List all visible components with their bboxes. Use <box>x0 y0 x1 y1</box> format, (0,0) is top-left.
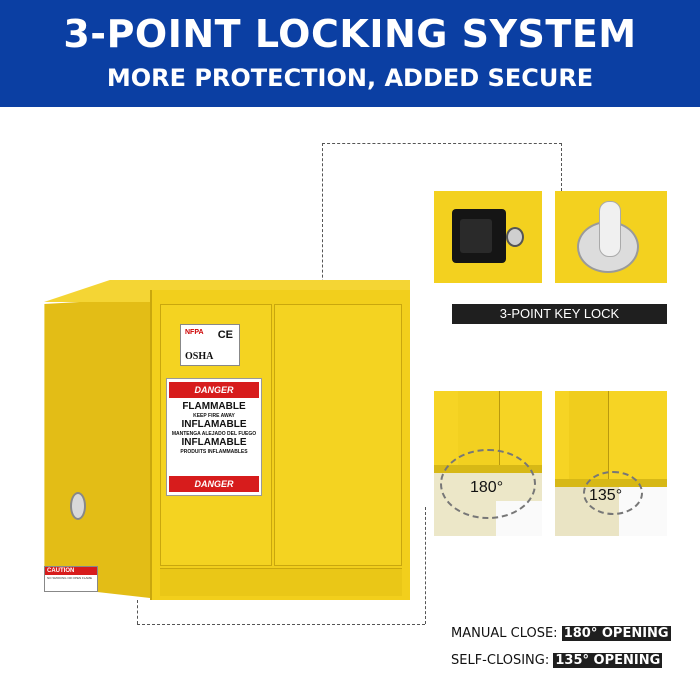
detail-hinge-135: 135° <box>555 391 667 536</box>
label-line-1-small: KEEP FIRE AWAY <box>193 413 235 419</box>
caption-manual-prefix: MANUAL CLOSE: <box>451 626 558 641</box>
page-title: 3-POINT LOCKING SYSTEM <box>63 12 637 56</box>
caption-manual-close: MANUAL CLOSE: 180° OPENING <box>451 626 671 641</box>
handle-closeup-recess <box>460 219 492 253</box>
detail-handle-lock <box>434 191 542 283</box>
nfpa-logo: NFPA <box>185 329 204 336</box>
angle-180-label: 180° <box>470 479 504 496</box>
label-line-2-small: MANTENGA ALEJADO DEL FUEGO <box>171 431 257 437</box>
detail-lock-bolt <box>555 191 667 283</box>
leader-line-top <box>322 143 562 144</box>
caption-self-highlight: 135° OPENING <box>553 653 663 668</box>
label-line-3: INFLAMABLE <box>181 437 247 448</box>
label-line-3-small: PRODUITS INFLAMMABLES <box>180 449 248 455</box>
osha-logo: OSHA <box>185 351 214 362</box>
cabinet-door-right <box>274 304 402 566</box>
cabinet-side-panel <box>44 298 150 598</box>
caption-self-closing: SELF-CLOSING: 135° OPENING <box>451 653 663 668</box>
leader-line-bottom-left-vertical <box>137 600 138 624</box>
safety-cabinet: NFPA CE OSHA DANGER FLAMMABLE KEEP FIRE … <box>30 280 410 610</box>
flammable-warning-label: DANGER FLAMMABLE KEEP FIRE AWAY INFLAMAB… <box>166 378 262 496</box>
detail-hinge-180: 180° <box>434 391 542 536</box>
danger-banner-bottom: DANGER <box>169 476 259 492</box>
ce-logo: CE <box>217 329 233 341</box>
caption-manual-highlight: 180° OPENING <box>561 626 671 641</box>
arc-135-icon <box>583 471 643 515</box>
caution-title: CAUTION <box>45 567 97 575</box>
danger-banner-top: DANGER <box>169 382 259 398</box>
side-lock-icon <box>70 492 86 520</box>
key-closeup-icon <box>506 227 524 247</box>
caption-self-prefix: SELF-CLOSING: <box>451 653 550 668</box>
label-line-1: FLAMMABLE <box>182 401 246 412</box>
door-edge-135 <box>569 391 609 479</box>
leader-line-top-left-vertical <box>322 143 323 308</box>
certification-logos: NFPA CE OSHA <box>180 324 240 366</box>
caution-label: CAUTION NO SMOKING OR OPEN FLAME <box>44 566 98 592</box>
leader-line-top-right-vertical <box>561 143 562 191</box>
leader-line-bottom <box>137 624 425 625</box>
header-banner: 3-POINT LOCKING SYSTEM MORE PROTECTION, … <box>0 0 700 107</box>
page-subtitle: MORE PROTECTION, ADDED SECURE <box>106 64 594 92</box>
handle-closeup-icon <box>452 209 506 263</box>
cabinet-base <box>160 568 402 596</box>
leader-line-bottom-right-vertical <box>425 507 426 624</box>
key-lock-caption: 3-POINT KEY LOCK <box>452 304 667 324</box>
angle-135-label: 135° <box>589 487 623 504</box>
bolt-pin-icon <box>599 201 621 257</box>
label-line-2: INFLAMABLE <box>181 419 247 430</box>
arc-180-icon <box>440 449 536 519</box>
caution-text: NO SMOKING OR OPEN FLAME <box>47 576 93 580</box>
